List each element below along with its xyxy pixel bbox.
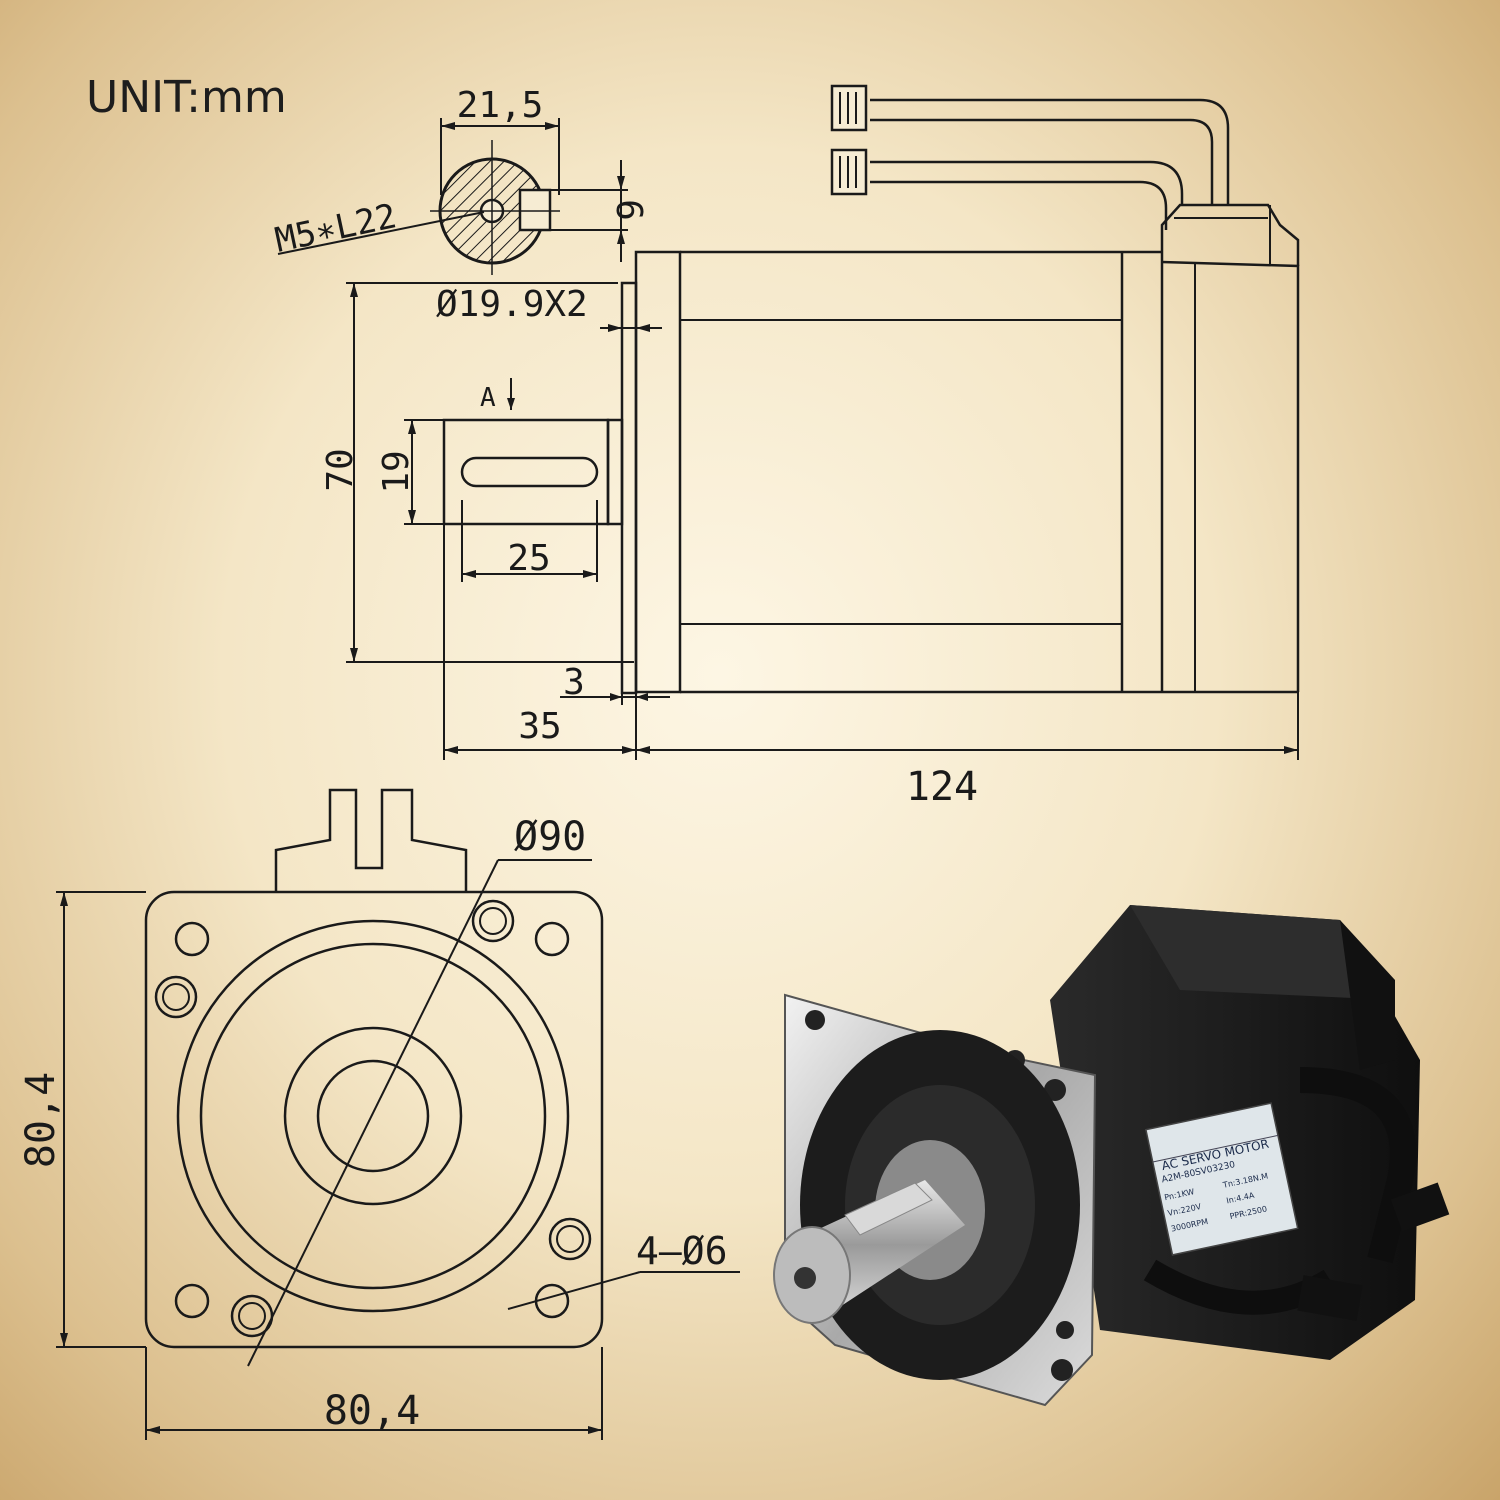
- dim-body-length: 124: [906, 764, 978, 810]
- dim-mark-a: A: [480, 383, 496, 413]
- motor-front-view: [144, 788, 740, 1367]
- dim-shaft-width: 21,5: [457, 85, 544, 126]
- dim-key-length: 25: [507, 538, 550, 579]
- dim-shaft-length: 35: [518, 706, 561, 747]
- motor-side-view: [442, 84, 1300, 695]
- motor-photo: [773, 905, 1450, 1407]
- unit-label: UNIT:mm: [86, 72, 287, 123]
- dim-shaft-step: 3: [563, 662, 585, 703]
- dim-key-depth: 6: [608, 199, 649, 221]
- dim-shaft-diameter: Ø19.9X2: [436, 284, 588, 325]
- dim-flange-side-vertical: 80,4: [18, 1072, 64, 1168]
- shaft-section: [277, 118, 628, 275]
- dim-key-width: 19: [376, 450, 417, 493]
- dim-pitch-diameter: Ø90: [514, 814, 586, 860]
- dim-thread: M5∗L22: [272, 196, 400, 261]
- dim-flange-height: 70: [320, 448, 361, 491]
- dim-mount-holes: 4–Ø6: [636, 1229, 728, 1273]
- dim-flange-side-horizontal: 80,4: [324, 1388, 420, 1434]
- side-dimensions: [346, 282, 1299, 760]
- front-dimensions: [56, 891, 603, 1440]
